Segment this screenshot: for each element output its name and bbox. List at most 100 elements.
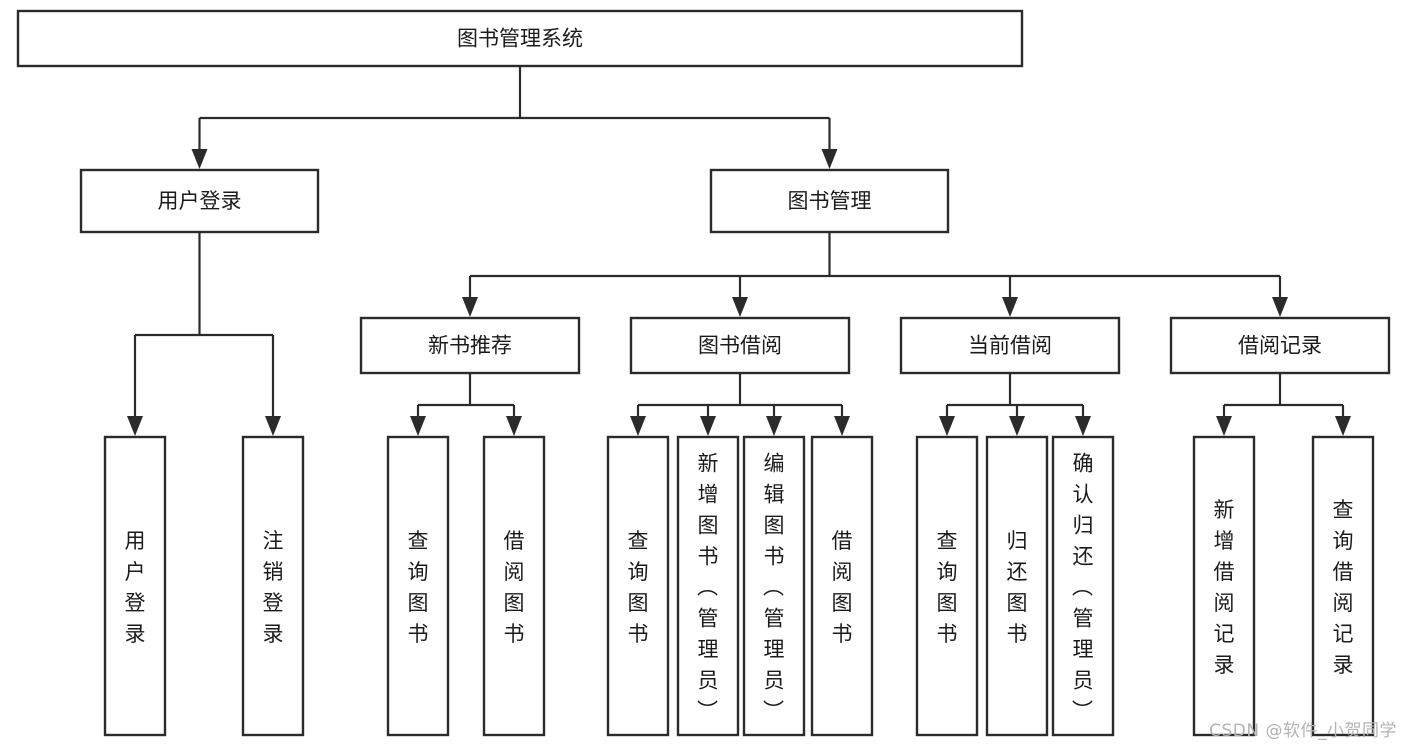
- node-box[interactable]: [241, 435, 305, 737]
- node-box[interactable]: [1169, 316, 1391, 375]
- node-label-char: 记: [1214, 622, 1235, 646]
- node-label-char: （: [763, 576, 785, 600]
- node-box[interactable]: [1192, 435, 1256, 737]
- node-label-char: 录: [1214, 653, 1235, 677]
- node-label-char: 员: [698, 669, 719, 693]
- node-label-char: （: [1072, 576, 1094, 600]
- node-box[interactable]: [1051, 435, 1115, 737]
- node-box[interactable]: [103, 435, 167, 737]
- node-label-char: 图: [408, 591, 429, 615]
- node-box[interactable]: [386, 435, 450, 737]
- arrow-head-icon: [1009, 416, 1025, 436]
- node-label-char: 图: [1007, 591, 1028, 615]
- node-box[interactable]: [810, 435, 874, 737]
- arrow-head-icon: [700, 416, 716, 436]
- node-l-nb-query[interactable]: 查询图书: [386, 435, 450, 737]
- node-label: 借阅图书: [504, 529, 525, 646]
- node-box[interactable]: [915, 435, 979, 737]
- node-box[interactable]: [709, 168, 950, 234]
- node-label-char: 归: [1007, 529, 1028, 553]
- node-n-current[interactable]: 当前借阅: [899, 316, 1121, 375]
- node-label-char: 增: [698, 483, 719, 507]
- node-l-bw-borrow[interactable]: 借阅图书: [810, 435, 874, 737]
- node-box[interactable]: [899, 316, 1121, 375]
- node-n-root[interactable]: 图书管理系统: [16, 9, 1024, 68]
- node-label-char: 阅: [1333, 591, 1354, 615]
- node-l-bw-edit[interactable]: 编辑图书（管理员）: [742, 435, 806, 737]
- node-n-bookmgmt[interactable]: 图书管理: [709, 168, 950, 234]
- node-label: 注销登录: [263, 529, 284, 646]
- node-label-char: 图: [504, 591, 525, 615]
- node-box[interactable]: [629, 316, 851, 375]
- node-box[interactable]: [985, 435, 1049, 737]
- node-label-char: 书: [408, 622, 429, 646]
- node-l-cu-query[interactable]: 查询图书: [915, 435, 979, 737]
- node-label-char: 书: [628, 622, 649, 646]
- node-label-char: 图: [628, 591, 649, 615]
- node-l-cu-confirm[interactable]: 确认归还（管理员）: [1051, 435, 1115, 737]
- node-n-login[interactable]: 用户登录: [79, 168, 320, 234]
- node-box[interactable]: [79, 168, 320, 234]
- node-label-char: 查: [937, 529, 958, 553]
- node-label-char: 图: [698, 514, 719, 538]
- node-label: 归还图书: [1007, 529, 1028, 646]
- node-label-char: 记: [1333, 622, 1354, 646]
- node-label: 编辑图书（管理员）: [763, 452, 785, 724]
- node-label-char: 书: [937, 622, 958, 646]
- node-label-char: 认: [1073, 483, 1094, 507]
- node-label-char: 查: [408, 529, 429, 553]
- node-n-borrow[interactable]: 图书借阅: [629, 316, 851, 375]
- node-label-char: 借: [1214, 560, 1235, 584]
- node-label-char: 注: [263, 529, 284, 553]
- node-label: 图书管理系统: [457, 27, 583, 51]
- node-box[interactable]: [482, 435, 546, 737]
- node-label-char: 员: [764, 669, 785, 693]
- node-l-userlogin[interactable]: 用户登录: [103, 435, 167, 737]
- node-label-char: 询: [628, 560, 649, 584]
- node-label: 借阅记录: [1238, 334, 1322, 358]
- node-label-char: 管: [698, 607, 719, 631]
- node-label-char: 借: [504, 529, 525, 553]
- node-l-logout[interactable]: 注销登录: [241, 435, 305, 737]
- node-label-char: 图: [937, 591, 958, 615]
- node-l-nb-borrow[interactable]: 借阅图书: [482, 435, 546, 737]
- node-box[interactable]: [359, 316, 581, 375]
- node-l-cu-return[interactable]: 归还图书: [985, 435, 1049, 737]
- node-label: 查询图书: [937, 529, 958, 646]
- node-label-char: 图: [832, 591, 853, 615]
- node-label-char: 编: [764, 452, 785, 476]
- node-label-char: 书: [698, 545, 719, 569]
- node-l-rc-add[interactable]: 新增借阅记录: [1192, 435, 1256, 737]
- node-label-char: 理: [1073, 638, 1094, 662]
- node-label: 当前借阅: [968, 334, 1052, 358]
- node-n-record[interactable]: 借阅记录: [1169, 316, 1391, 375]
- node-box[interactable]: [676, 435, 740, 737]
- node-l-rc-query[interactable]: 查询借阅记录: [1311, 435, 1375, 737]
- node-label-char: （: [697, 576, 719, 600]
- node-box[interactable]: [742, 435, 806, 737]
- node-label-char: 新: [698, 452, 719, 476]
- node-label-char: 阅: [1214, 591, 1235, 615]
- node-label-char: ）: [697, 700, 719, 724]
- node-n-newbook[interactable]: 新书推荐: [359, 316, 581, 375]
- node-label-char: 录: [263, 622, 284, 646]
- node-box[interactable]: [16, 9, 1024, 68]
- arrow-head-icon: [410, 416, 426, 436]
- node-label-char: 书: [1007, 622, 1028, 646]
- node-label: 图书借阅: [698, 334, 782, 358]
- node-label-char: 销: [263, 560, 284, 584]
- node-label-char: 询: [937, 560, 958, 584]
- node-box[interactable]: [606, 435, 670, 737]
- arrow-head-icon: [1272, 297, 1288, 317]
- node-label-char: ）: [763, 700, 785, 724]
- arrow-head-icon: [1216, 416, 1232, 436]
- node-l-bw-query[interactable]: 查询图书: [606, 435, 670, 737]
- node-l-bw-add[interactable]: 新增图书（管理员）: [676, 435, 740, 737]
- node-box[interactable]: [1311, 435, 1375, 737]
- node-label-char: 借: [1333, 560, 1354, 584]
- node-label: 查询借阅记录: [1333, 498, 1354, 677]
- arrow-head-icon: [821, 149, 838, 169]
- arrow-head-icon: [939, 416, 955, 436]
